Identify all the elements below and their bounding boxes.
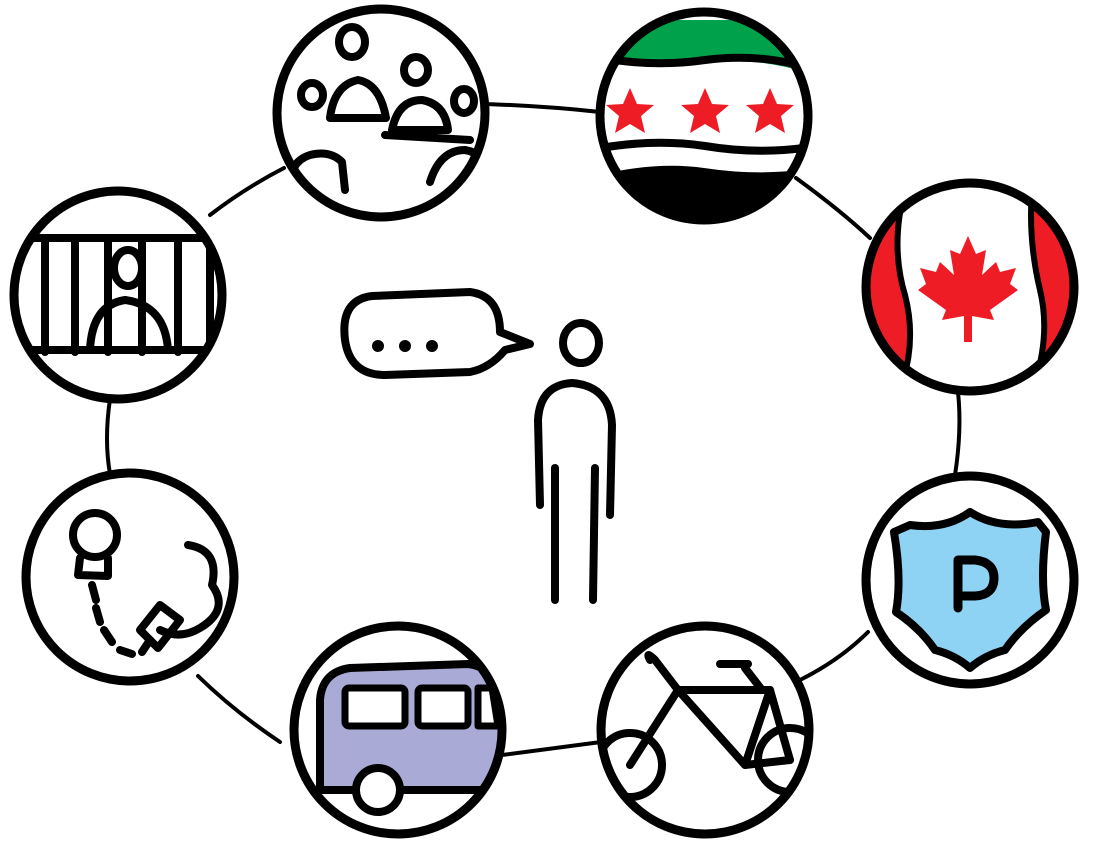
bicycle-icon: [601, 651, 809, 801]
node-syria-flag: [595, 7, 813, 225]
connector-badge-bike: [798, 630, 870, 682]
node-ring-van: [289, 621, 507, 839]
maple-leaf: [918, 236, 1018, 342]
node-prison: [9, 186, 227, 404]
connector-syria-canada: [794, 176, 872, 240]
connector-van-cuffs: [196, 674, 282, 744]
node-crowd: [272, 4, 490, 222]
node-ring-prison: [9, 186, 227, 404]
connector-lines: [105, 102, 962, 757]
center-figure: [340, 288, 616, 604]
connector-bike-van: [500, 740, 603, 757]
connector-crowd-syria: [483, 102, 602, 114]
syria-stars: [606, 88, 794, 133]
node-handcuffs: [21, 468, 239, 686]
connector-cuffs-prison: [105, 397, 112, 476]
connector-canada-badge: [953, 390, 962, 477]
handcuffs-icon: [69, 509, 223, 658]
prison-icon: [16, 234, 222, 356]
node-ring-cuffs: [21, 468, 239, 686]
node-bicycle: [596, 621, 814, 839]
speech-bubble: [340, 288, 534, 379]
node-ring-canada: [861, 178, 1079, 396]
connector-prison-crowd: [208, 166, 286, 217]
node-ring-crowd: [272, 4, 490, 222]
node-van: [289, 621, 507, 839]
node-canada-flag: [861, 178, 1079, 396]
node-ring-badge: [861, 471, 1079, 689]
node-ring-syria: [595, 7, 813, 225]
node-police-badge: P: [861, 471, 1079, 689]
police-badge-icon: P: [890, 508, 1050, 672]
ellipsis-icon: [372, 340, 438, 352]
node-ring-bike: [596, 621, 814, 839]
person-icon: [534, 319, 616, 604]
